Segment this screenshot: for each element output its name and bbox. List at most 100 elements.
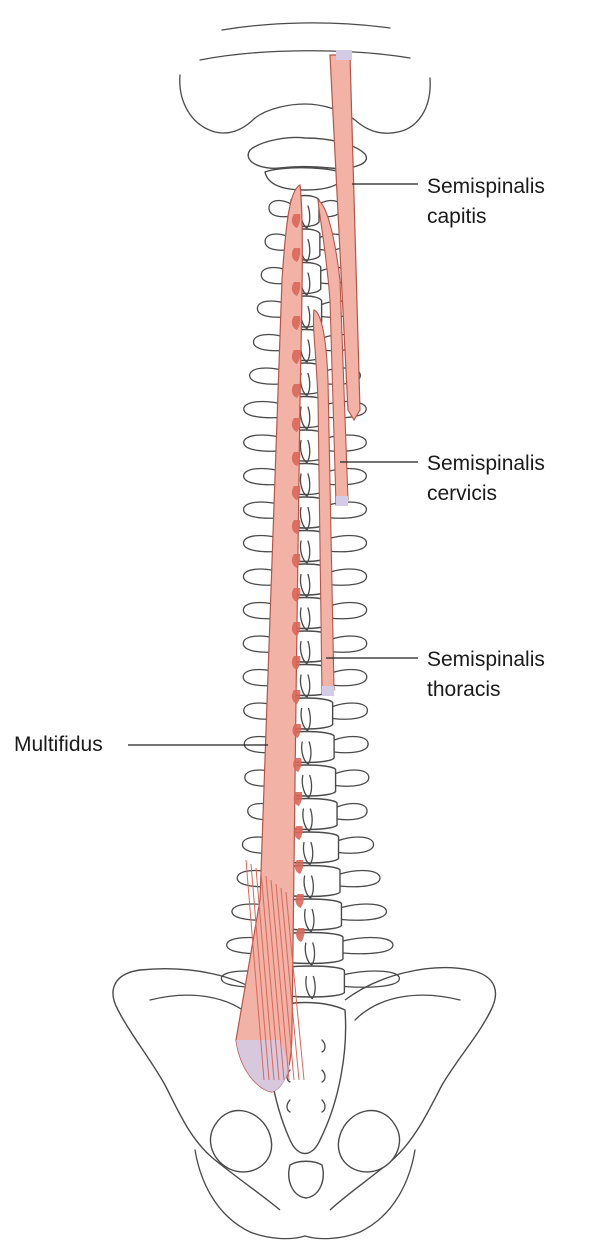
multifidus-fascicle [294, 826, 303, 840]
transverse-process-right [334, 769, 370, 787]
iliac-fossa-right [354, 994, 461, 1021]
spinous-process [299, 607, 311, 631]
transverse-process-left [242, 467, 285, 486]
iliac-crest-left [112, 968, 281, 1211]
transverse-process-left [260, 266, 290, 285]
sacral-foramen [286, 1099, 291, 1113]
multifidus-fascicle [295, 894, 304, 908]
multifidus-fiber [260, 871, 280, 1081]
label-multifidus: Multifidus [14, 730, 103, 760]
multifidus-fascicle [293, 758, 302, 772]
spinous-process [299, 506, 311, 531]
label-semispinalis-thoracis: Semispinalis thoracis [427, 645, 545, 705]
vertebra [243, 429, 367, 464]
multifidus-fiber [250, 863, 270, 1081]
multifidus-fascicle [291, 690, 301, 704]
multifidus-fascicle [291, 588, 301, 602]
transverse-process-left [243, 434, 286, 452]
transverse-process-left [242, 635, 281, 653]
spinous-process [300, 707, 311, 732]
spinous-process [299, 439, 311, 464]
multifidus-fascicle [291, 282, 301, 296]
vertebra [243, 697, 369, 732]
pubic-arch [194, 1149, 416, 1240]
sacral-foramen [286, 1069, 291, 1083]
spinous-process [305, 975, 316, 1000]
spinous-process [299, 540, 311, 564]
spinous-process [299, 674, 311, 698]
spinous-process [301, 774, 313, 799]
transverse-process-left [242, 668, 280, 687]
transverse-process-left [264, 233, 291, 251]
label-semispinalis-thoracis-line1: Semispinalis [427, 648, 545, 671]
pelvis [112, 967, 497, 1240]
spinous-process [299, 406, 311, 430]
transverse-process-left [252, 333, 289, 352]
spinous-process [299, 573, 311, 598]
transverse-process-left [256, 300, 290, 318]
multifidus-fascicle [291, 316, 301, 330]
semispinalis-thoracis-tendon [322, 686, 334, 696]
transverse-process-right [331, 702, 369, 720]
multifidus-fiber [270, 879, 290, 1081]
multifidus-fiber [245, 859, 265, 1081]
multifidus-fascicle [291, 656, 301, 670]
leader-lines [128, 183, 418, 746]
transverse-process-right [329, 635, 368, 653]
label-semispinalis-cervicis: Semispinalis cervicis [427, 449, 545, 509]
spinous-process [302, 841, 314, 866]
transverse-process-left [242, 601, 282, 620]
vertebra [243, 730, 369, 765]
label-semispinalis-cervicis-line2: cervicis [427, 482, 498, 505]
skull-base [179, 22, 431, 191]
spinous-process [303, 875, 314, 899]
transverse-process-left [243, 702, 280, 720]
transverse-process-left [242, 501, 284, 519]
coccyx [288, 1160, 324, 1199]
axis-vertebra [264, 167, 346, 191]
multifidus-fascicle [291, 554, 301, 568]
spinous-process [304, 942, 316, 966]
transverse-process-right [343, 970, 401, 988]
multifidus-fascicle [291, 622, 301, 636]
semispinalis-capitis-tendon [336, 50, 352, 60]
vertebra [242, 596, 368, 631]
sacral-foramen [321, 1099, 326, 1113]
multifidus-fascicle [291, 418, 301, 432]
muscles [235, 50, 361, 1093]
label-semispinalis-cervicis-line1: Semispinalis [427, 452, 545, 475]
multifidus-fascicle [291, 384, 301, 398]
multifidus-fiber [280, 887, 300, 1081]
vertebra [242, 663, 368, 698]
label-semispinalis-capitis-line1: Semispinalis [427, 175, 545, 198]
iliac-crest-right [329, 967, 497, 1211]
transverse-process-left [242, 568, 283, 586]
multifidus-fascicle [291, 520, 301, 534]
semispinalis-cervicis-tendon [336, 496, 348, 506]
obturator-right [337, 1109, 401, 1173]
multifidus-fascicle [296, 928, 305, 942]
transverse-process-right [336, 802, 368, 821]
label-semispinalis-capitis-line2: capitis [427, 205, 487, 228]
multifidus-fascicle [291, 214, 301, 228]
transverse-process-right [330, 668, 368, 687]
skull-contour-line [199, 50, 411, 61]
multifidus-fiber [275, 883, 295, 1081]
spinous-process [299, 640, 311, 665]
transverse-process-right [339, 869, 381, 888]
multifidus-fascicle [291, 486, 301, 500]
iliac-fossa-left [149, 994, 256, 1021]
transverse-process-left [243, 735, 279, 754]
transverse-process-right [342, 936, 394, 955]
sacral-foramen [321, 1069, 326, 1083]
occipital-bone [179, 74, 431, 134]
multifidus-fascicle [293, 792, 303, 806]
multifidus-fiber [285, 891, 305, 1081]
label-semispinalis-capitis: Semispinalis capitis [427, 172, 545, 232]
transverse-process-left [268, 199, 292, 218]
transverse-process-right [327, 534, 368, 553]
multifidus-fascicle [291, 452, 301, 466]
multifidus-fascicle [292, 724, 301, 738]
multifidus-fascicle [294, 860, 304, 874]
